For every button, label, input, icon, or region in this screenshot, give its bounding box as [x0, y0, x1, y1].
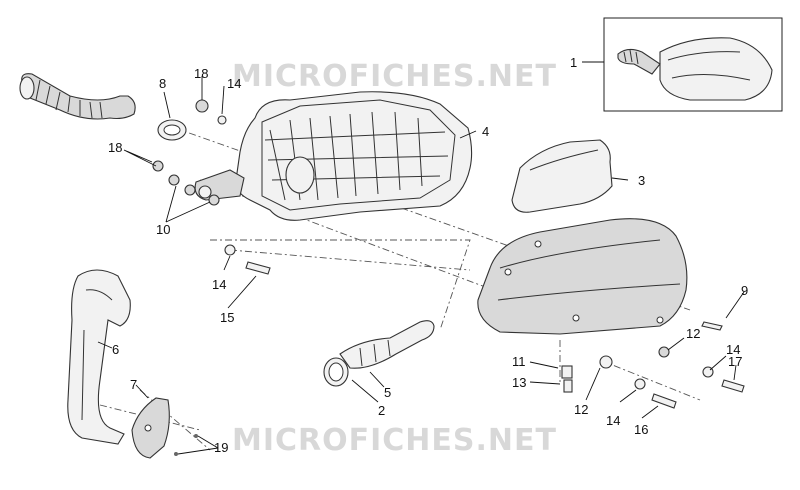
watermark-top: MICROFICHES.NET: [232, 59, 557, 94]
callout-labels: 1 2 3 4 5 6 7 8 9 10 11 12 12 13 14 14 1…: [108, 55, 748, 455]
callout-12-b: 12: [574, 402, 588, 417]
callout-7: 7: [130, 377, 137, 392]
callout-10: 10: [156, 222, 170, 237]
callout-16: 16: [634, 422, 648, 437]
watermark-bottom: MICROFICHES.NET: [232, 423, 557, 458]
callout-14-c: 14: [606, 413, 620, 428]
callout-18-b: 18: [108, 140, 122, 155]
callout-13: 13: [512, 375, 526, 390]
inset-assembly-box: [603, 17, 783, 112]
callout-8: 8: [159, 76, 166, 91]
airbox-cover: [477, 218, 688, 335]
airbox-lower-half: [194, 91, 473, 221]
leader-lines: [97, 61, 745, 455]
callout-18-a: 18: [194, 66, 208, 81]
hardware: [152, 99, 745, 456]
callout-14-a: 14: [227, 76, 241, 91]
clamp-8: [157, 119, 187, 141]
callout-9: 9: [741, 283, 748, 298]
bracket: [131, 397, 170, 459]
callout-1: 1: [570, 55, 577, 70]
callout-2: 2: [378, 403, 385, 418]
intake-hose: [19, 73, 136, 120]
callout-5: 5: [384, 385, 391, 400]
callout-19: 19: [214, 440, 228, 455]
callout-4: 4: [482, 124, 489, 139]
callout-3: 3: [638, 173, 645, 188]
callout-14-b: 14: [212, 277, 226, 292]
filter-element: [511, 139, 613, 213]
callout-17: 17: [728, 354, 742, 369]
duct-sleeve: [339, 320, 435, 369]
callout-6: 6: [112, 342, 119, 357]
callout-15: 15: [220, 310, 234, 325]
callout-12-a: 12: [686, 326, 700, 341]
callout-11: 11: [512, 354, 526, 369]
callout-14-d: 14: [726, 342, 740, 357]
hose-clamp: [323, 357, 349, 387]
side-guard: [67, 269, 131, 445]
